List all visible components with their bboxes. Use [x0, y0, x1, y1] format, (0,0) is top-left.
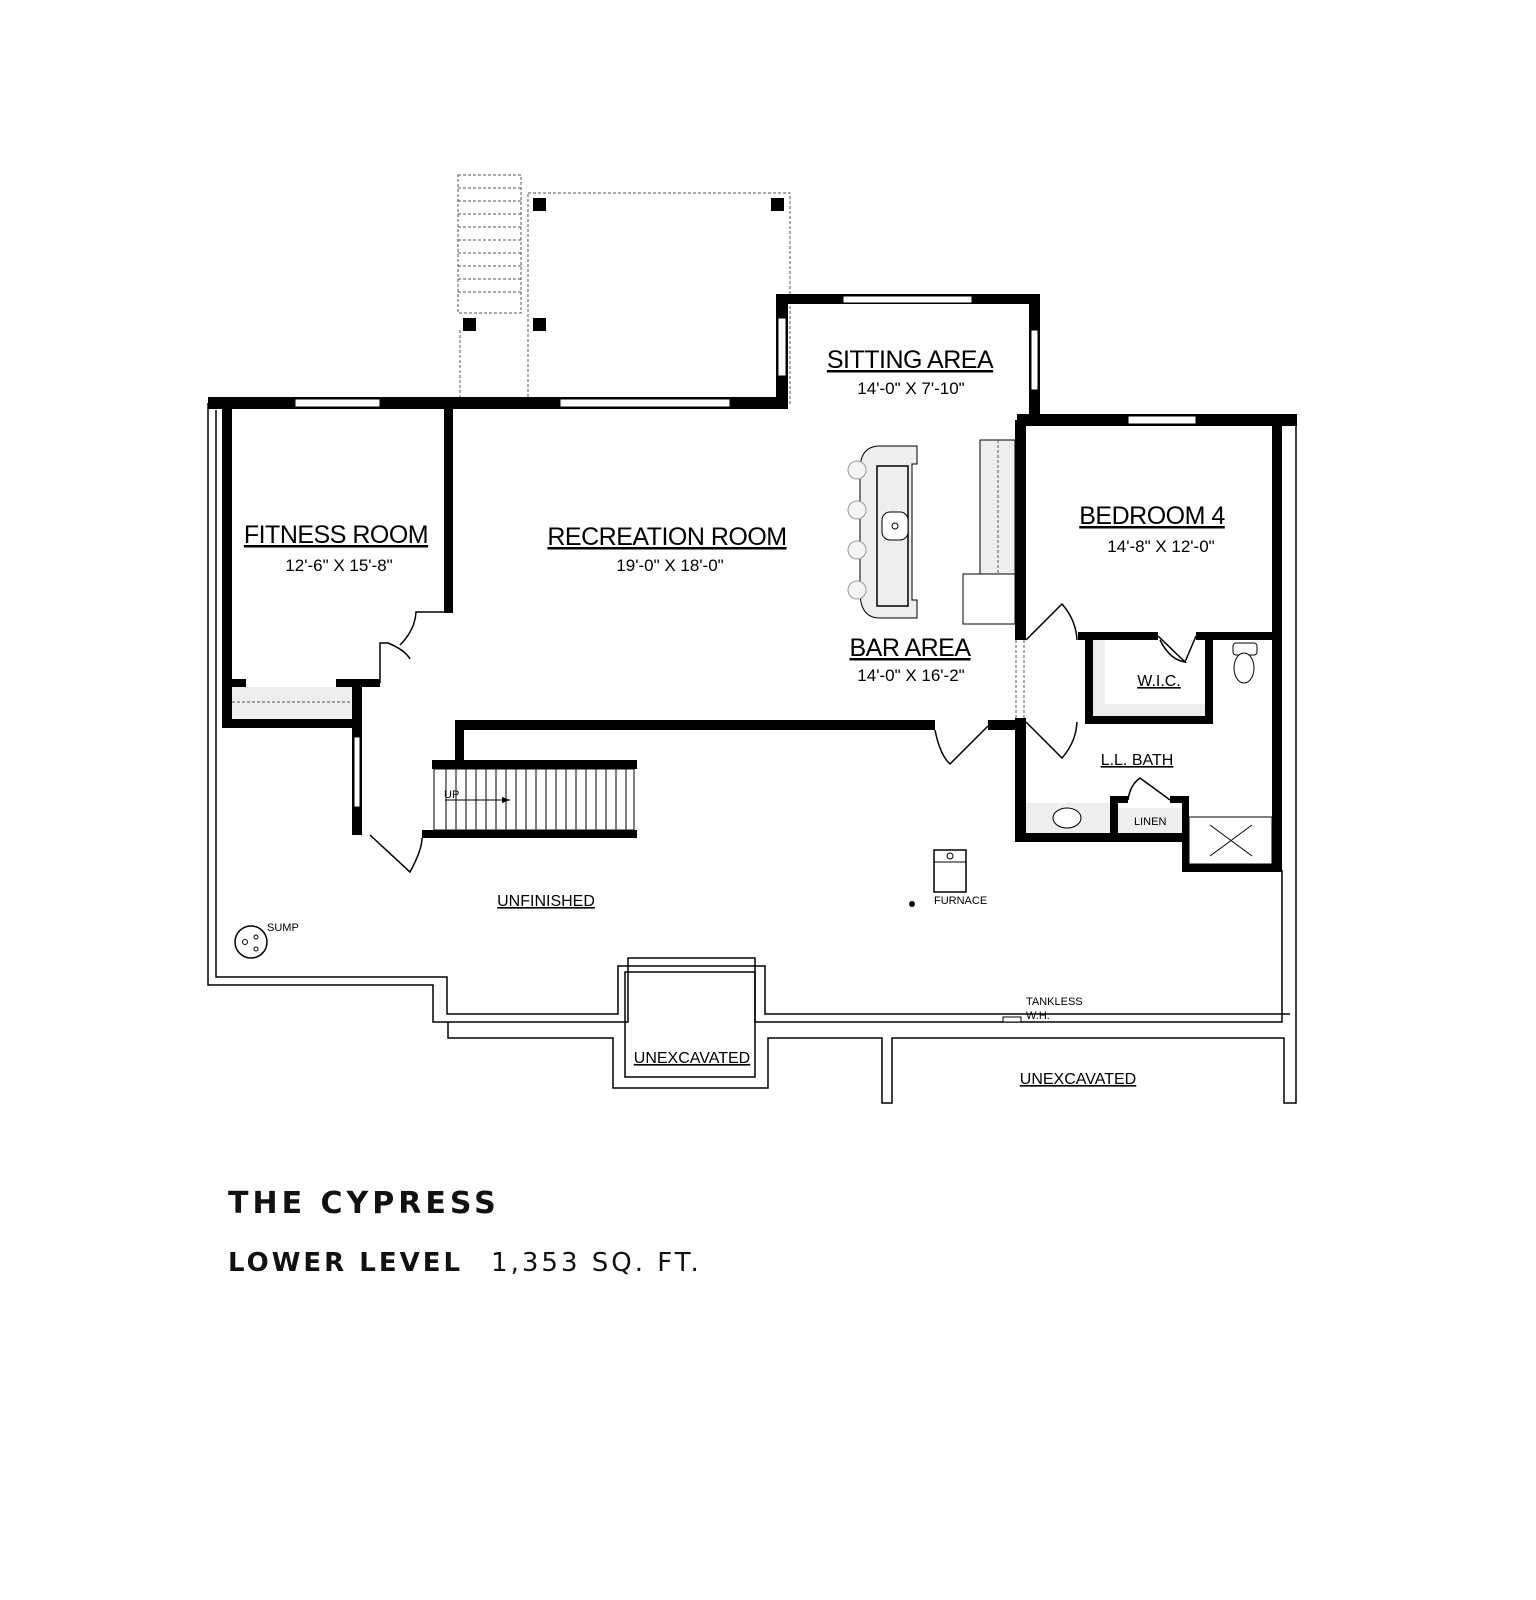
bar-opening [1015, 640, 1025, 718]
sink-icon [1052, 807, 1082, 829]
bar-counter [962, 439, 1016, 625]
bar-island [847, 445, 918, 619]
furnace-label: FURNACE [934, 895, 987, 907]
toilet-icon [1232, 642, 1258, 684]
plan-title: THE CYPRESS [228, 1186, 500, 1221]
level-name: LOWER LEVEL [228, 1248, 464, 1278]
wic-shelf [1093, 640, 1205, 716]
recreation-room-name: RECREATION ROOM [547, 523, 786, 551]
bar-stools [847, 460, 867, 600]
sitting-area-size: 14'-0" X 7'-10" [857, 379, 964, 398]
fitness-room-size: 12'-6" X 15'-8" [285, 556, 392, 575]
bar-area-name: BAR AREA [849, 634, 971, 662]
sump-icon [234, 925, 268, 959]
fitness-room-name: FITNESS ROOM [244, 521, 428, 549]
closet-shelf [232, 687, 352, 719]
linen-closet [1118, 808, 1182, 833]
water-heater-label-2: W.H. [1026, 1010, 1050, 1022]
stairs-up-label: UP [444, 789, 459, 801]
plan-subtitle: LOWER LEVEL 1,353 SQ. FT. [228, 1248, 702, 1278]
recreation-room-size: 19'-0" X 18'-0" [616, 556, 723, 575]
deck [459, 192, 791, 404]
staircase: UP [433, 768, 635, 831]
deck-stairs [457, 174, 522, 314]
water-heater-icon [1002, 1016, 1022, 1023]
furnace-icon [909, 849, 967, 907]
bath-name: L.L. BATH [1101, 752, 1174, 769]
sitting-area-name: SITTING AREA [827, 346, 994, 374]
sump-label: SUMP [267, 922, 299, 934]
water-heater-label-1: TANKLESS [1026, 996, 1083, 1008]
shower-icon [1188, 816, 1273, 865]
bedroom-name: BEDROOM 4 [1079, 502, 1225, 530]
unfinished-name: UNFINISHED [497, 893, 595, 910]
unexcavated-name-1: UNEXCAVATED [634, 1050, 750, 1067]
wic-name: W.I.C. [1137, 673, 1181, 690]
linen-name: LINEN [1134, 816, 1166, 828]
unexcavated-name-2: UNEXCAVATED [1020, 1071, 1136, 1088]
windows [294, 295, 1197, 808]
bedroom-size: 14'-8" X 12'-0" [1107, 537, 1214, 556]
bar-area-size: 14'-0" X 16'-2" [857, 666, 964, 685]
square-footage: 1,353 SQ. FT. [491, 1248, 702, 1278]
doors [369, 602, 1197, 874]
